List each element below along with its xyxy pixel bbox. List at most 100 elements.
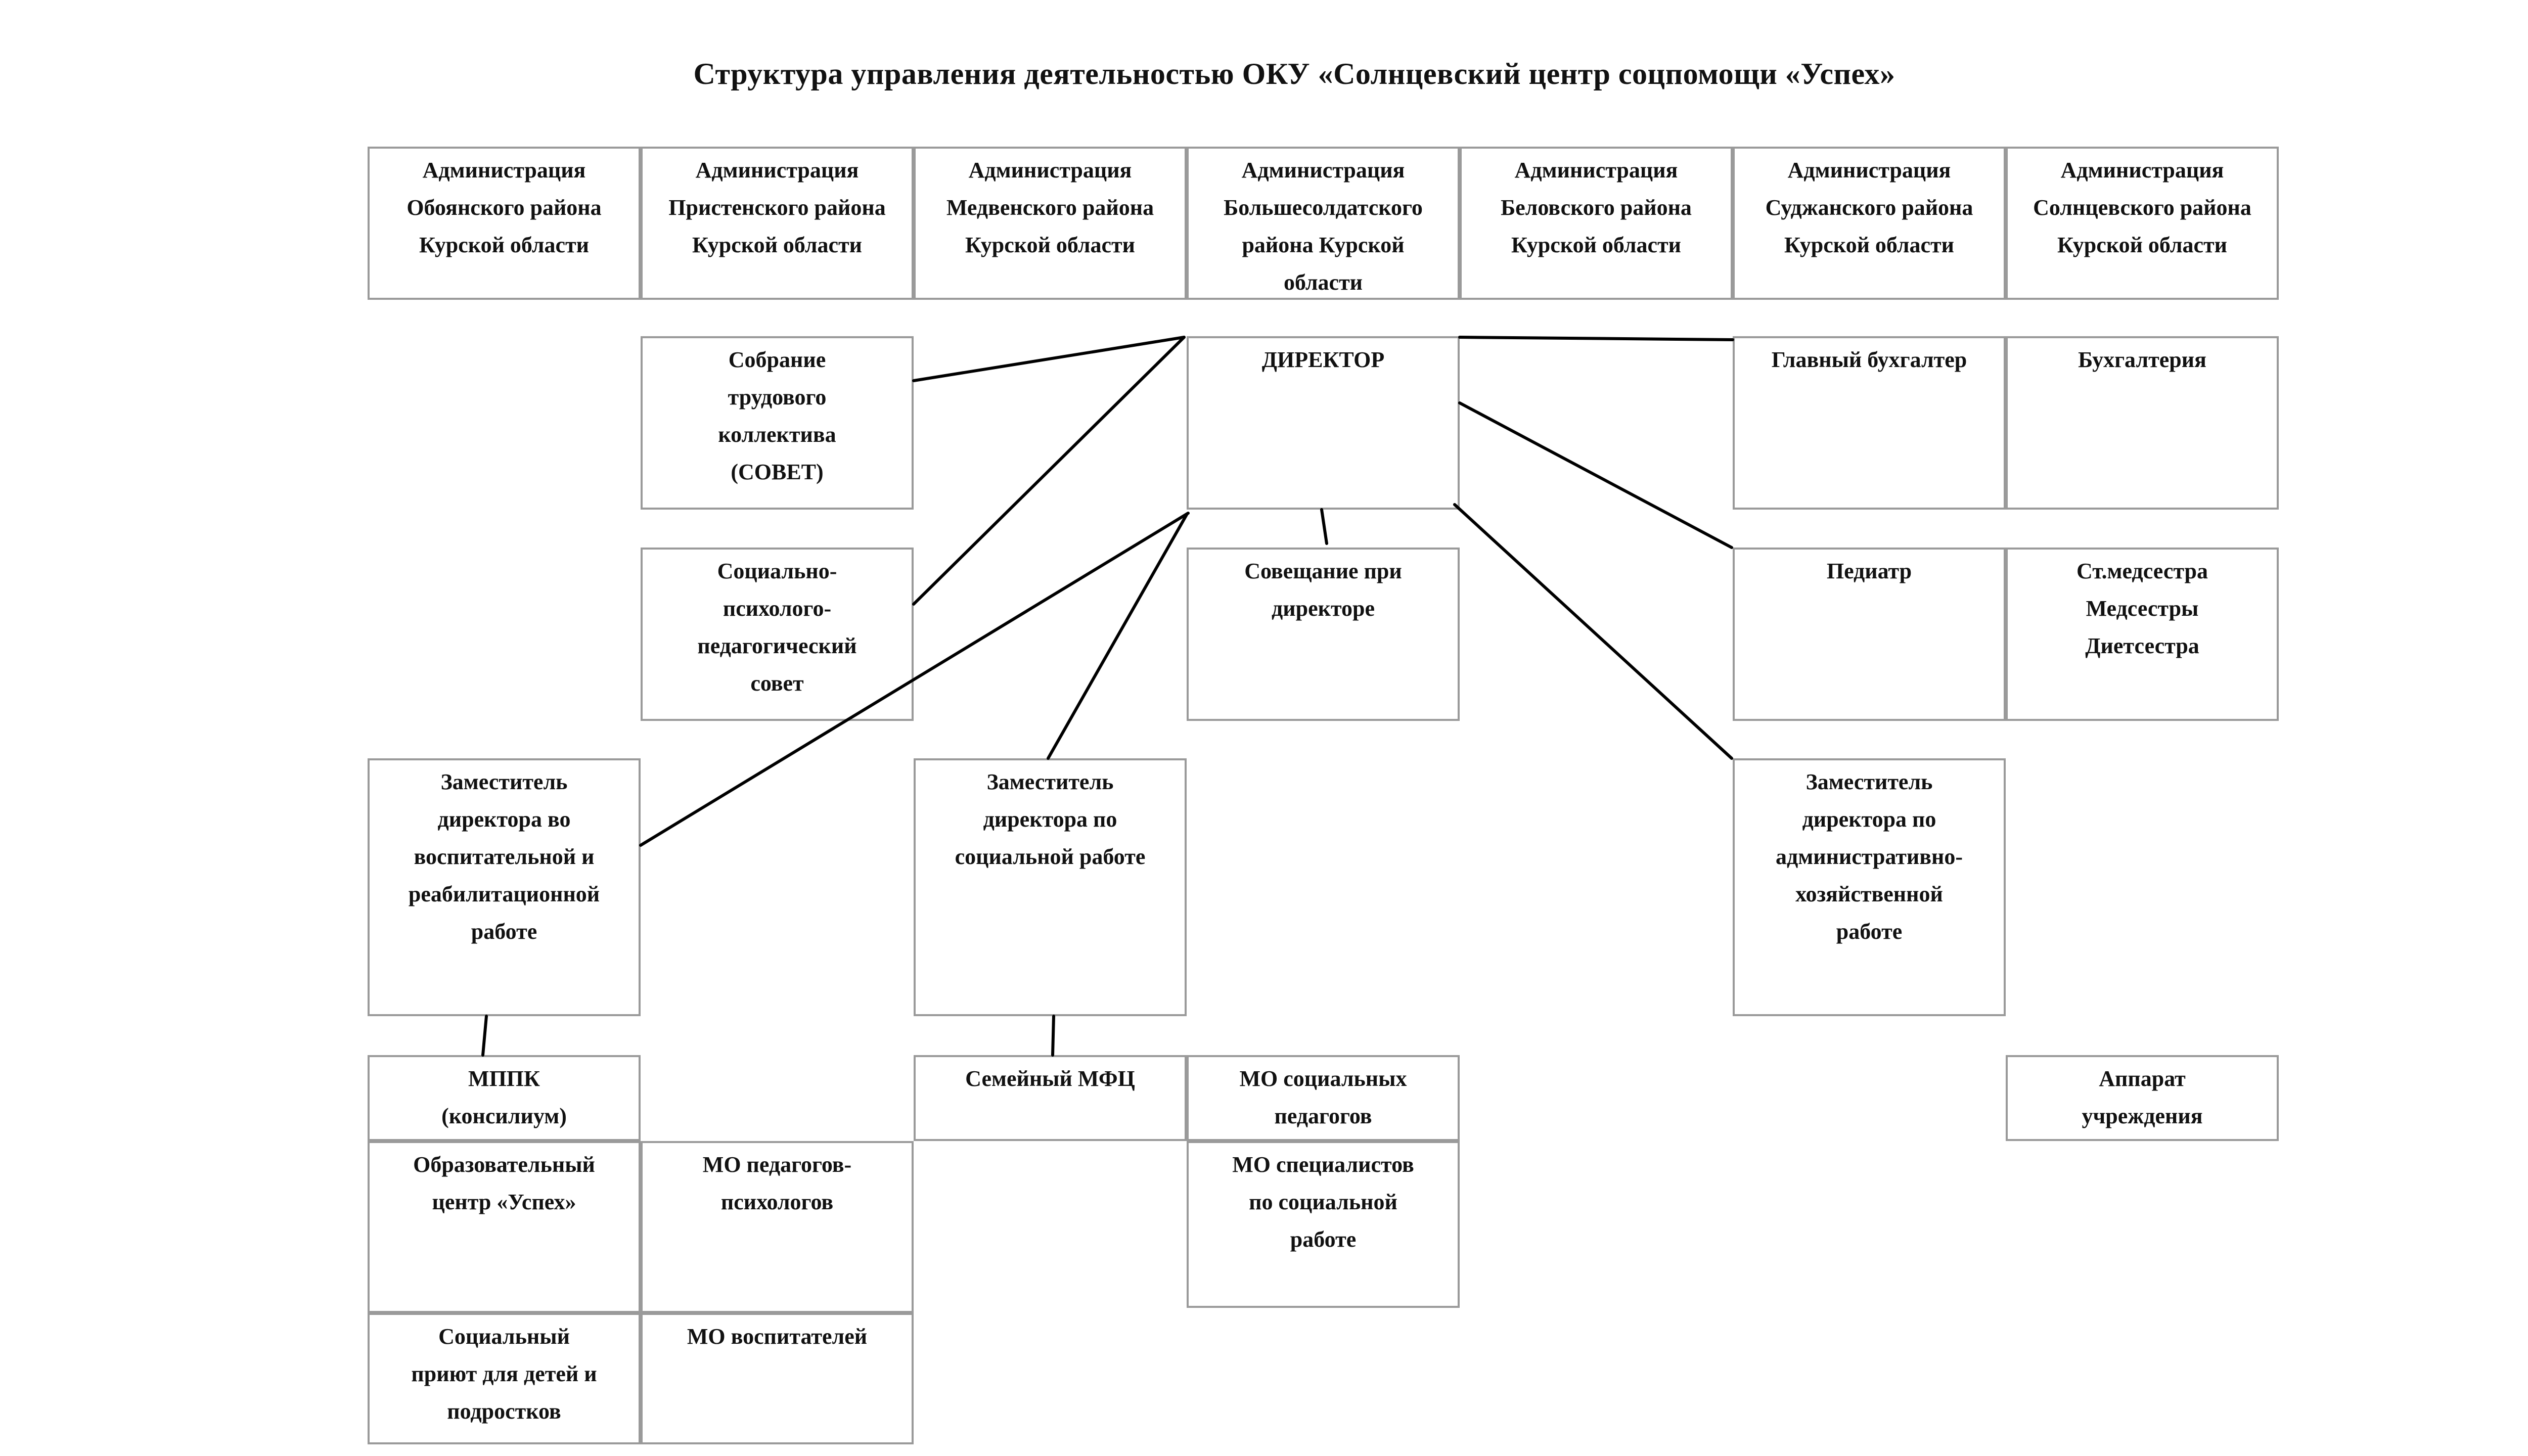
soc-priut-line: подростков — [447, 1399, 561, 1424]
admin-medven-box: Администрация Медвенского района Курской… — [914, 147, 1187, 300]
glavbuh-box: Главный бухгалтер — [1733, 336, 2006, 510]
sobranie-line: трудового — [728, 385, 827, 410]
buhgalteria-box: Бухгалтерия — [2006, 336, 2279, 510]
medsestry-line: Диетсестра — [2085, 633, 2199, 658]
admin-belov-box: Администрация Беловского района Курской … — [1460, 147, 1733, 300]
zam-adm-box: Заместитель директора по административно… — [1733, 758, 2006, 1016]
link-director-zam-adm — [1453, 503, 1733, 760]
admin-sudzha-line: Суджанского района — [1765, 195, 1973, 220]
zam-soc-box: Заместитель директора по социальной рабо… — [914, 758, 1187, 1016]
mo-soc-ped-line: педагогов — [1274, 1104, 1372, 1128]
soc-priut-line: Социальный — [438, 1324, 570, 1349]
buhgalteria-label: Бухгалтерия — [2078, 347, 2206, 372]
admin-bolshesoldat-line: Большесолдатского — [1224, 195, 1423, 220]
admin-oboyan-box: Администрация Обоянского района Курской … — [368, 147, 641, 300]
link-zam-vosp-mppk — [481, 1015, 488, 1057]
admin-belov-line: Беловского района — [1501, 195, 1692, 220]
mo-vosp-label: МО воспитателей — [687, 1324, 868, 1349]
link-zam-soc-sem-mfc — [1051, 1015, 1055, 1057]
admin-bolshesoldat-box: Администрация Большесолдатского района К… — [1187, 147, 1460, 300]
apparat-line: учреждения — [2082, 1104, 2203, 1128]
mo-vosp-box: МО воспитателей — [641, 1313, 914, 1444]
pediatr-box: Педиатр — [1733, 548, 2006, 721]
zam-adm-line: директора по — [1802, 807, 1936, 832]
mo-psych-box: МО педагогов- психологов — [641, 1141, 914, 1313]
zam-vosp-line: директора во — [437, 807, 571, 832]
link-director-sobranie — [912, 336, 1186, 382]
mo-spec-line: по социальной — [1249, 1190, 1397, 1214]
link-director-pediatr — [1458, 401, 1733, 549]
obr-centr-box: Образовательный центр «Успех» — [368, 1141, 641, 1313]
link-director-zam-soc — [1047, 513, 1188, 760]
admin-medven-line: Медвенского района — [946, 195, 1154, 220]
zam-soc-line: Заместитель — [986, 769, 1114, 794]
mppk-line: (консилиум) — [441, 1104, 567, 1128]
zam-adm-line: административно- — [1775, 844, 1963, 869]
zam-vosp-line: работе — [471, 919, 537, 944]
sobranie-line: (СОВЕТ) — [731, 460, 824, 484]
mo-spec-box: МО специалистов по социальной работе — [1187, 1141, 1460, 1308]
mo-soc-ped-line: МО социальных — [1239, 1066, 1407, 1091]
zam-adm-line: работе — [1836, 919, 1903, 944]
soc-priut-box: Социальный приют для детей и подростков — [368, 1313, 641, 1444]
admin-solntsevo-line: Солнцевского района — [2033, 195, 2251, 220]
admin-bolshesoldat-line: района Курской — [1242, 233, 1405, 257]
director-label: ДИРЕКТОР — [1261, 347, 1385, 372]
apparat-line: Аппарат — [2099, 1066, 2186, 1091]
medsestry-line: Ст.медсестра — [2076, 559, 2208, 583]
zam-vosp-line: реабилитационной — [408, 882, 600, 906]
zam-vosp-line: Заместитель — [440, 769, 568, 794]
soveshchanie-line: директоре — [1272, 596, 1375, 621]
medsestry-box: Ст.медсестра Медсестры Диетсестра — [2006, 548, 2279, 721]
spp-sovet-line: Социально- — [717, 559, 837, 583]
mo-soc-ped-box: МО социальных педагогов — [1187, 1055, 1460, 1141]
zam-soc-line: директора по — [983, 807, 1117, 832]
mo-spec-line: работе — [1290, 1227, 1357, 1252]
glavbuh-label: Главный бухгалтер — [1771, 347, 1967, 372]
spp-sovet-line: совет — [750, 671, 804, 696]
medsestry-line: Медсестры — [2086, 596, 2199, 621]
spp-sovet-line: психолого- — [723, 596, 832, 621]
soc-priut-line: приют для детей и — [411, 1361, 597, 1386]
zam-vosp-box: Заместитель директора во воспитательной … — [368, 758, 641, 1016]
mo-psych-line: психологов — [720, 1190, 834, 1214]
link-director-glavbuh — [1458, 336, 1734, 341]
admin-sudzha-line: Курской области — [1784, 233, 1954, 257]
mo-psych-line: МО педагогов- — [702, 1152, 852, 1177]
zam-vosp-line: воспитательной и — [414, 844, 595, 869]
admin-sudzha-box: Администрация Суджанского района Курской… — [1733, 147, 2006, 300]
admin-medven-line: Курской области — [965, 233, 1135, 257]
admin-bolshesoldat-line: Администрация — [1241, 158, 1405, 183]
director-box: ДИРЕКТОР — [1187, 336, 1460, 510]
admin-sudzha-line: Администрация — [1787, 158, 1951, 183]
admin-solntsevo-box: Администрация Солнцевского района Курско… — [2006, 147, 2279, 300]
admin-pristen-line: Администрация — [695, 158, 859, 183]
mppk-box: МППК (консилиум) — [368, 1055, 641, 1141]
admin-belov-line: Курской области — [1511, 233, 1681, 257]
sobranie-line: Собрание — [728, 347, 826, 372]
sobranie-box: Собрание трудового коллектива (СОВЕТ) — [641, 336, 914, 510]
zam-soc-line: социальной работе — [955, 844, 1146, 869]
admin-oboyan-line: Курской области — [419, 233, 589, 257]
admin-pristen-box: Администрация Пристенского района Курско… — [641, 147, 914, 300]
link-director-soveshchanie — [1320, 508, 1328, 545]
admin-solntsevo-line: Администрация — [2060, 158, 2224, 183]
mo-spec-line: МО специалистов — [1232, 1152, 1414, 1177]
admin-solntsevo-line: Курской области — [2057, 233, 2227, 257]
sem-mfc-box: Семейный МФЦ — [914, 1055, 1187, 1141]
admin-bolshesoldat-line: области — [1283, 270, 1363, 295]
sem-mfc-label: Семейный МФЦ — [965, 1066, 1135, 1091]
link-director-spp-sovet — [912, 336, 1186, 606]
obr-centr-line: центр «Успех» — [432, 1190, 576, 1214]
mppk-line: МППК — [468, 1066, 540, 1091]
admin-oboyan-line: Обоянского района — [407, 195, 602, 220]
zam-adm-line: Заместитель — [1805, 769, 1933, 794]
soveshchanie-line: Совещание при — [1244, 559, 1402, 583]
admin-pristen-line: Курской области — [692, 233, 862, 257]
chart-title: Структура управления деятельностью ОКУ «… — [693, 57, 1895, 90]
zam-adm-line: хозяйственной — [1795, 882, 1943, 906]
admin-belov-line: Администрация — [1514, 158, 1678, 183]
admin-oboyan-line: Администрация — [422, 158, 586, 183]
pediatr-label: Педиатр — [1826, 559, 1912, 583]
spp-sovet-box: Социально- психолого- педагогический сов… — [641, 548, 914, 721]
